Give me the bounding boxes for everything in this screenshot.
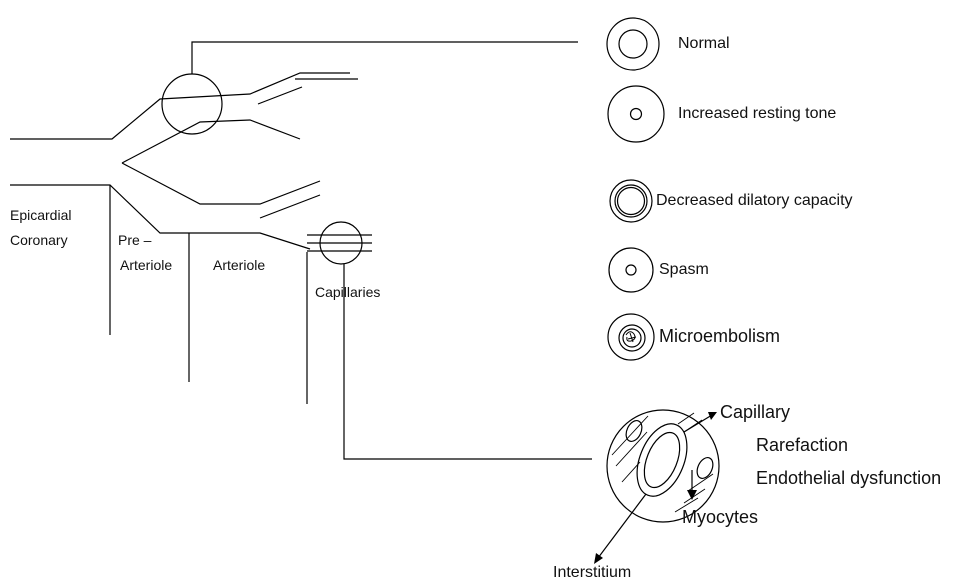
increased-tone-icon: [608, 86, 664, 142]
label-arteriole: Arteriole: [213, 258, 265, 272]
vessel-upper-branch-tip: [258, 87, 302, 104]
label-pre: Pre –: [118, 233, 151, 247]
decreased-dilatory-icon: [610, 180, 652, 222]
label-decreased-dilatory: Decreased dilatory capacity: [656, 193, 853, 209]
vessel-lower-branch-tip: [260, 195, 320, 218]
label-capillaries: Capillaries: [315, 285, 380, 299]
label-myocytes: Myocytes: [682, 508, 758, 526]
microembolism-icon: [608, 314, 654, 360]
label-epicardial: Epicardial: [10, 208, 71, 222]
vessel-lower-wall-top: [122, 163, 320, 204]
vessel-upper-branch: [122, 120, 300, 163]
vessel-upper-wall: [10, 73, 350, 139]
label-interstitium: Interstitium: [553, 565, 631, 581]
label-coronary: Coronary: [10, 233, 68, 247]
tissue-leader-line: [344, 264, 592, 459]
capillary-pointer-line: [684, 415, 712, 432]
tissue-cross-section: [607, 410, 719, 522]
vessel-tree: [10, 73, 372, 251]
label-rarefaction: Rarefaction: [756, 436, 848, 454]
arteriole-zoom-circle: [162, 74, 222, 134]
label-pre-arteriole: Arteriole: [120, 258, 172, 272]
myocyte-right: [694, 455, 716, 481]
spasm-icon: [609, 248, 653, 292]
label-normal: Normal: [678, 36, 730, 52]
label-endothelial: Endothelial dysfunction: [756, 469, 941, 487]
label-increased-tone: Increased resting tone: [678, 106, 836, 122]
label-spasm: Spasm: [659, 262, 709, 278]
label-microembolism: Microembolism: [659, 327, 780, 345]
interstitium-arrowhead: [594, 553, 603, 564]
label-capillary: Capillary: [720, 403, 790, 421]
normal-icon: [607, 18, 659, 70]
normal-leader-line: [192, 42, 578, 74]
segment-dividers: [110, 185, 307, 404]
